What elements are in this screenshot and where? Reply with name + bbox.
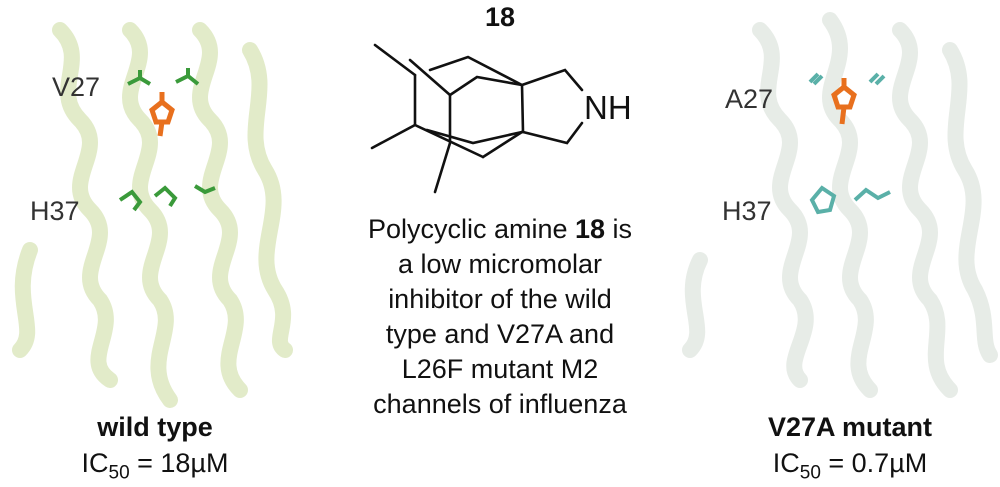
compound-18-structure — [370, 43, 584, 194]
wild-type-v27-label: V27 — [52, 72, 101, 102]
caption-text: Polycyclic amine — [367, 214, 575, 244]
mutant-a27-label: A27 — [725, 84, 774, 114]
compound-number: 18 — [484, 2, 516, 32]
wild-type-h37-label: H37 — [30, 196, 80, 226]
wild-type-ligand — [149, 92, 175, 137]
mutant-ic50: IC50 = 0.7µM — [700, 448, 1000, 484]
wild-type-title: wild type — [97, 412, 213, 442]
ic-subscript: 50 — [108, 462, 130, 484]
caption-text: is — [605, 214, 633, 244]
wild-type-protein-ribbon — [12, 22, 293, 408]
mutant-ligand — [831, 78, 857, 125]
ic-label: IC — [772, 448, 800, 478]
ic-subscript: 50 — [799, 462, 821, 484]
caption-line: inhibitor of the wild — [388, 284, 612, 314]
mutant-h37-label: H37 — [722, 196, 772, 226]
caption: Polycyclic amine 18 is a low micromolar … — [300, 212, 700, 422]
mutant-title: V27A mutant — [767, 412, 933, 442]
caption-line: type and V27A and — [385, 319, 615, 349]
caption-compound: 18 — [575, 214, 606, 244]
wild-type-residue-sticks — [118, 68, 216, 212]
wild-type-ic50: IC50 = 18µM — [5, 448, 305, 484]
mutant-protein-ribbon — [682, 12, 998, 398]
mutant-residue-sticks — [808, 72, 891, 215]
ic-value: = 18µM — [129, 448, 229, 478]
caption-line: a low micromolar — [397, 249, 603, 279]
ic-value: = 0.7µM — [820, 448, 928, 478]
ic-label: IC — [81, 448, 109, 478]
nh-label: NH — [584, 89, 632, 126]
caption-line: channels of influenza — [373, 389, 627, 419]
caption-line: L26F mutant M2 — [401, 354, 599, 384]
